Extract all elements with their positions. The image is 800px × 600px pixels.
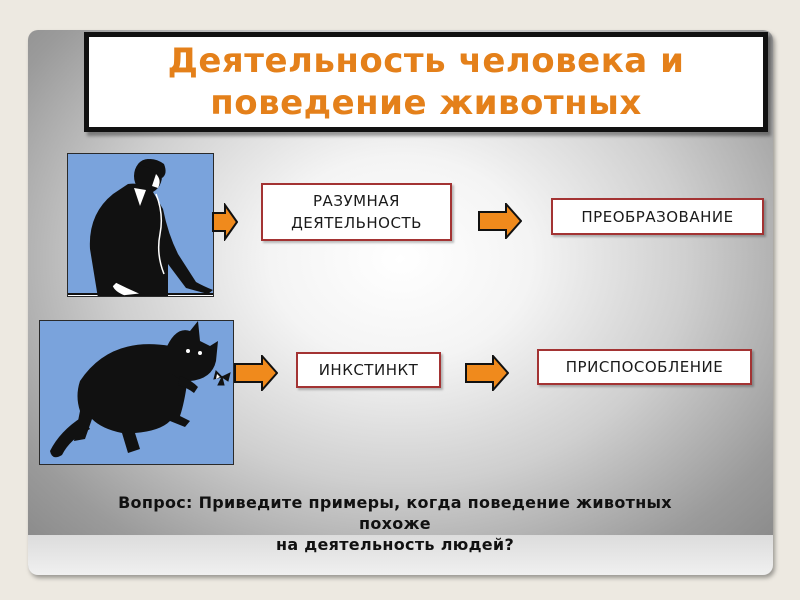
arrow-right-icon [212,203,238,241]
box-reasonable-activity: РАЗУМНАЯ ДЕЯТЕЛЬНОСТЬ [261,183,452,241]
cat-photo [39,320,234,465]
box-transformation: ПРЕОБРАЗОВАНИЕ [551,198,764,235]
arrow-right-icon [234,355,278,391]
box-transformation-label: ПРЕОБРАЗОВАНИЕ [581,207,734,226]
box-instinct-label: ИНКСТИНКТ [318,361,419,379]
arrow-right-icon [465,355,509,391]
question-label: Вопрос: Приведите примеры, когда поведен… [118,493,672,554]
slide-title: Деятельность человека и поведение животн… [167,41,685,123]
man-on-phone-icon [68,159,213,296]
box-adaptation-label: ПРИСПОСОБЛЕНИЕ [565,358,724,376]
box-reasonable-activity-label: РАЗУМНАЯ ДЕЯТЕЛЬНОСТЬ [291,192,422,232]
box-adaptation: ПРИСПОСОБЛЕНИЕ [537,349,752,385]
cat-butterfly-icon [50,321,231,458]
box-instinct: ИНКСТИНКТ [296,352,441,388]
man-photo [67,153,214,297]
question-text: Вопрос: Приведите примеры, когда поведен… [40,492,750,555]
slide-footer-band [28,535,773,575]
arrow-right-icon [478,203,522,239]
title-box: Деятельность человека и поведение животн… [84,32,768,132]
